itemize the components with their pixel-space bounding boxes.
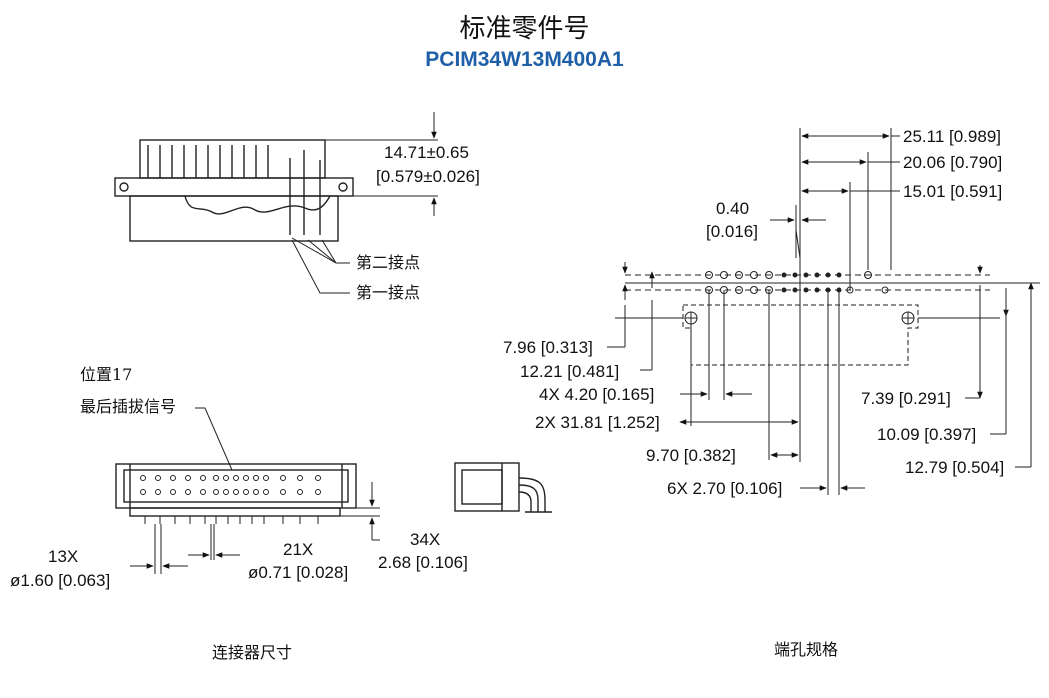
dim-6x-2-70: 6X 2.70 [0.106] [667,479,782,498]
pin-dia-0-71: ø0.71 [0.028] [248,563,348,582]
dim-7-39: 7.39 [0.291] [861,389,951,408]
dim-12-21: 12.21 [0.481] [520,362,619,381]
pitch-2-68: 2.68 [0.106] [378,553,468,572]
side-body [114,177,354,197]
pin-dia-1-60: ø1.60 [0.063] [10,571,110,590]
position-label: 位置17 [80,365,132,384]
side-pins [139,139,326,235]
pin-count-21x: 21X [283,540,313,559]
pin-count-13x: 13X [48,547,78,566]
front-tails [144,516,319,524]
dim-25-11: 25.11 [0.989] [903,127,1001,146]
dim-9-70: 9.70 [0.382] [646,446,736,465]
dim-15-01: 15.01 [0.591] [903,182,1002,201]
front-pin-row-1 [140,475,321,481]
pitch-count-34x: 34X [410,530,440,549]
side-height-dim-inch: [0.579±0.026] [376,167,480,186]
dim-2x-31-81: 2X 31.81 [1.252] [535,413,660,432]
last-mating-label: 最后插拔信号 [80,397,176,416]
caption-pcb-hole-spec: 端孔规格 [774,640,838,659]
pcb-layout [607,128,1040,495]
side-mount-hole-left [119,182,129,192]
second-contact-label: 第二接点 [356,253,420,272]
side-height-dim: 14.71±0.65 [384,143,469,162]
dim-12-79: 12.79 [0.504] [905,458,1004,477]
dim-10-09: 10.09 [0.397] [877,425,976,444]
dim-0-40-inch: [0.016] [706,222,758,241]
side-view [114,112,438,294]
small-side-view [454,462,552,513]
front-view [115,407,380,574]
first-contact-label: 第一接点 [356,283,420,302]
front-pin-row-2 [140,489,321,495]
dim-4x-4-20: 4X 4.20 [0.165] [539,385,654,404]
drawing-title: 标准零件号 [459,14,590,44]
caption-connector-dimensions: 连接器尺寸 [212,643,292,662]
dim-20-06: 20.06 [0.790] [903,153,1002,172]
dim-7-96: 7.96 [0.313] [503,338,593,357]
side-mount-hole-right [338,182,348,192]
dim-0-40: 0.40 [716,199,749,218]
part-number: PCIM34W13M400A1 [425,48,624,71]
